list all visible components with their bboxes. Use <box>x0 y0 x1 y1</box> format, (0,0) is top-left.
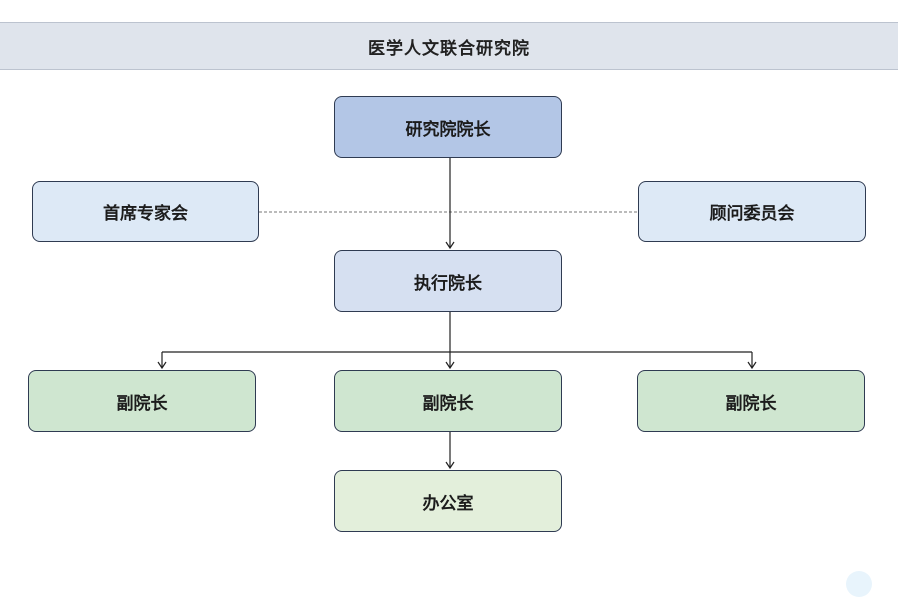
header-bar: 医学人文联合研究院 <box>0 22 898 70</box>
node-vice-president-middle: 副院长 <box>334 370 562 432</box>
node-president: 研究院院长 <box>334 96 562 158</box>
node-executive-president: 执行院长 <box>334 250 562 312</box>
corner-decoration <box>846 571 872 597</box>
node-advisory-committee: 顾问委员会 <box>638 181 866 242</box>
node-office: 办公室 <box>334 470 562 532</box>
node-chief-experts: 首席专家会 <box>32 181 259 242</box>
node-vice-president-right: 副院长 <box>637 370 865 432</box>
node-vice-president-left: 副院长 <box>28 370 256 432</box>
connector-lines <box>157 158 757 470</box>
diagram-title: 医学人文联合研究院 <box>368 38 530 59</box>
